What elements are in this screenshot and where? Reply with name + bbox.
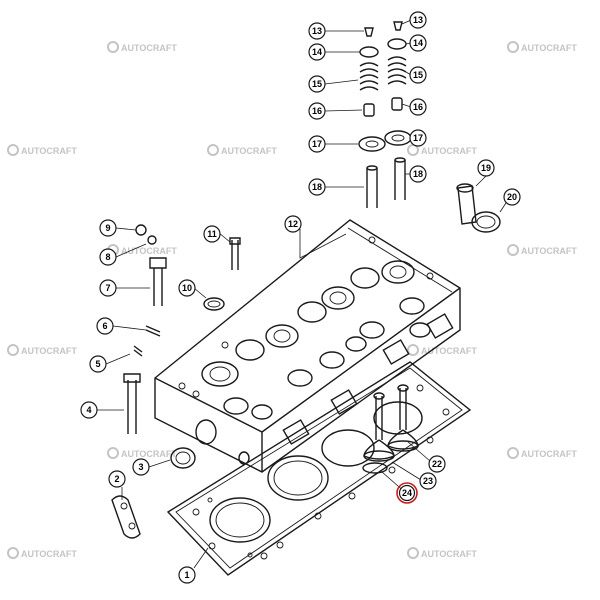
callout-5[interactable]: 5	[89, 355, 107, 373]
callout-13-right[interactable]: 13	[409, 11, 427, 29]
watermark: AUTOCRAFT	[507, 447, 577, 459]
svg-text:AUTOCRAFT: AUTOCRAFT	[521, 449, 577, 459]
callout-1[interactable]: 1	[178, 566, 196, 584]
callout-8[interactable]: 8	[99, 248, 117, 266]
callout-19[interactable]: 19	[477, 159, 495, 177]
misc-parts	[111, 183, 501, 539]
head-gasket	[166, 361, 472, 576]
svg-text:15: 15	[413, 70, 423, 80]
svg-text:8: 8	[105, 252, 110, 262]
callout-6[interactable]: 6	[96, 317, 114, 335]
watermark-layer: AUTOCRAFT AUTOCRAFT AUTOCRAFT AUTOCRAFT …	[7, 41, 577, 559]
svg-text:AUTOCRAFT: AUTOCRAFT	[421, 346, 477, 356]
svg-text:AUTOCRAFT: AUTOCRAFT	[121, 246, 177, 256]
callout-4[interactable]: 4	[80, 401, 98, 419]
callout-layer: 1 2 3 4 5 6 7 8 9 10 11 12 13 13 14 14 1…	[0, 0, 521, 584]
svg-text:11: 11	[207, 229, 217, 239]
callout-7[interactable]: 7	[99, 279, 117, 297]
callout-11[interactable]: 11	[203, 225, 221, 243]
callout-23[interactable]: 23	[419, 472, 437, 490]
watermark: AUTOCRAFT	[107, 447, 177, 459]
watermark: AUTOCRAFT	[407, 547, 477, 559]
valve-train-stack	[358, 21, 412, 208]
callout-13[interactable]: 13	[308, 22, 326, 40]
callout-16[interactable]: 16	[308, 102, 326, 120]
watermark: AUTOCRAFT	[7, 144, 77, 156]
svg-text:AUTOCRAFT: AUTOCRAFT	[221, 146, 277, 156]
callout-9[interactable]: 9	[99, 219, 117, 237]
callout-10[interactable]: 10	[178, 279, 196, 297]
callout-15-right[interactable]: 15	[409, 66, 427, 84]
svg-text:AUTOCRAFT: AUTOCRAFT	[421, 146, 477, 156]
svg-text:16: 16	[413, 102, 423, 112]
watermark: AUTOCRAFT	[107, 244, 177, 256]
svg-text:AUTOCRAFT: AUTOCRAFT	[21, 146, 77, 156]
svg-text:9: 9	[105, 223, 110, 233]
svg-text:AUTOCRAFT: AUTOCRAFT	[121, 43, 177, 53]
svg-text:20: 20	[507, 192, 517, 202]
svg-text:10: 10	[182, 283, 192, 293]
svg-text:7: 7	[105, 283, 110, 293]
callout-21[interactable]: 21	[0, 0, 10, 2]
svg-text:19: 19	[481, 163, 491, 173]
svg-text:AUTOCRAFT: AUTOCRAFT	[521, 43, 577, 53]
callout-24-highlighted[interactable]: 24	[396, 482, 418, 504]
callout-17[interactable]: 17	[308, 135, 326, 153]
svg-text:4: 4	[86, 405, 91, 415]
svg-text:AUTOCRAFT: AUTOCRAFT	[121, 449, 177, 459]
svg-text:22: 22	[432, 459, 442, 469]
watermark: AUTOCRAFT	[7, 344, 77, 356]
watermark: AUTOCRAFT	[507, 244, 577, 256]
watermark: AUTOCRAFT	[7, 547, 77, 559]
svg-text:14: 14	[312, 47, 322, 57]
watermark: AUTOCRAFT	[407, 144, 477, 156]
svg-text:13: 13	[413, 15, 423, 25]
svg-text:2: 2	[114, 474, 119, 484]
svg-text:24: 24	[402, 488, 412, 498]
callout-2[interactable]: 2	[108, 470, 126, 488]
svg-text:17: 17	[413, 133, 423, 143]
svg-text:15: 15	[312, 79, 322, 89]
svg-text:AUTOCRAFT: AUTOCRAFT	[421, 549, 477, 559]
callout-12[interactable]: 12	[284, 215, 302, 233]
watermark: AUTOCRAFT	[107, 41, 177, 53]
svg-text:6: 6	[102, 321, 107, 331]
callout-17-right[interactable]: 17	[409, 129, 427, 147]
watermark: AUTOCRAFT	[507, 41, 577, 53]
svg-text:13: 13	[312, 26, 322, 36]
callout-18[interactable]: 18	[308, 178, 326, 196]
svg-text:18: 18	[312, 182, 322, 192]
callout-14[interactable]: 14	[308, 43, 326, 61]
svg-text:3: 3	[138, 462, 143, 472]
svg-text:16: 16	[312, 106, 322, 116]
svg-text:AUTOCRAFT: AUTOCRAFT	[521, 246, 577, 256]
svg-text:AUTOCRAFT: AUTOCRAFT	[21, 549, 77, 559]
svg-text:23: 23	[423, 476, 433, 486]
watermark: AUTOCRAFT	[407, 344, 477, 356]
svg-text:17: 17	[312, 139, 322, 149]
callout-20[interactable]: 20	[503, 188, 521, 206]
callout-14-right[interactable]: 14	[409, 34, 427, 52]
svg-text:12: 12	[288, 219, 298, 229]
watermark: AUTOCRAFT	[207, 144, 277, 156]
valves	[362, 384, 419, 474]
svg-text:5: 5	[95, 359, 100, 369]
callout-22[interactable]: 22	[428, 455, 446, 473]
svg-text:AUTOCRAFT: AUTOCRAFT	[21, 346, 77, 356]
leader-lines	[97, 19, 511, 569]
callout-15[interactable]: 15	[308, 75, 326, 93]
callout-3[interactable]: 3	[132, 458, 150, 476]
svg-text:18: 18	[413, 169, 423, 179]
svg-text:14: 14	[413, 38, 423, 48]
callout-16-right[interactable]: 16	[409, 98, 427, 116]
callout-18-right[interactable]: 18	[409, 165, 427, 183]
cylinder-head-block	[154, 219, 461, 473]
svg-text:1: 1	[184, 570, 189, 580]
